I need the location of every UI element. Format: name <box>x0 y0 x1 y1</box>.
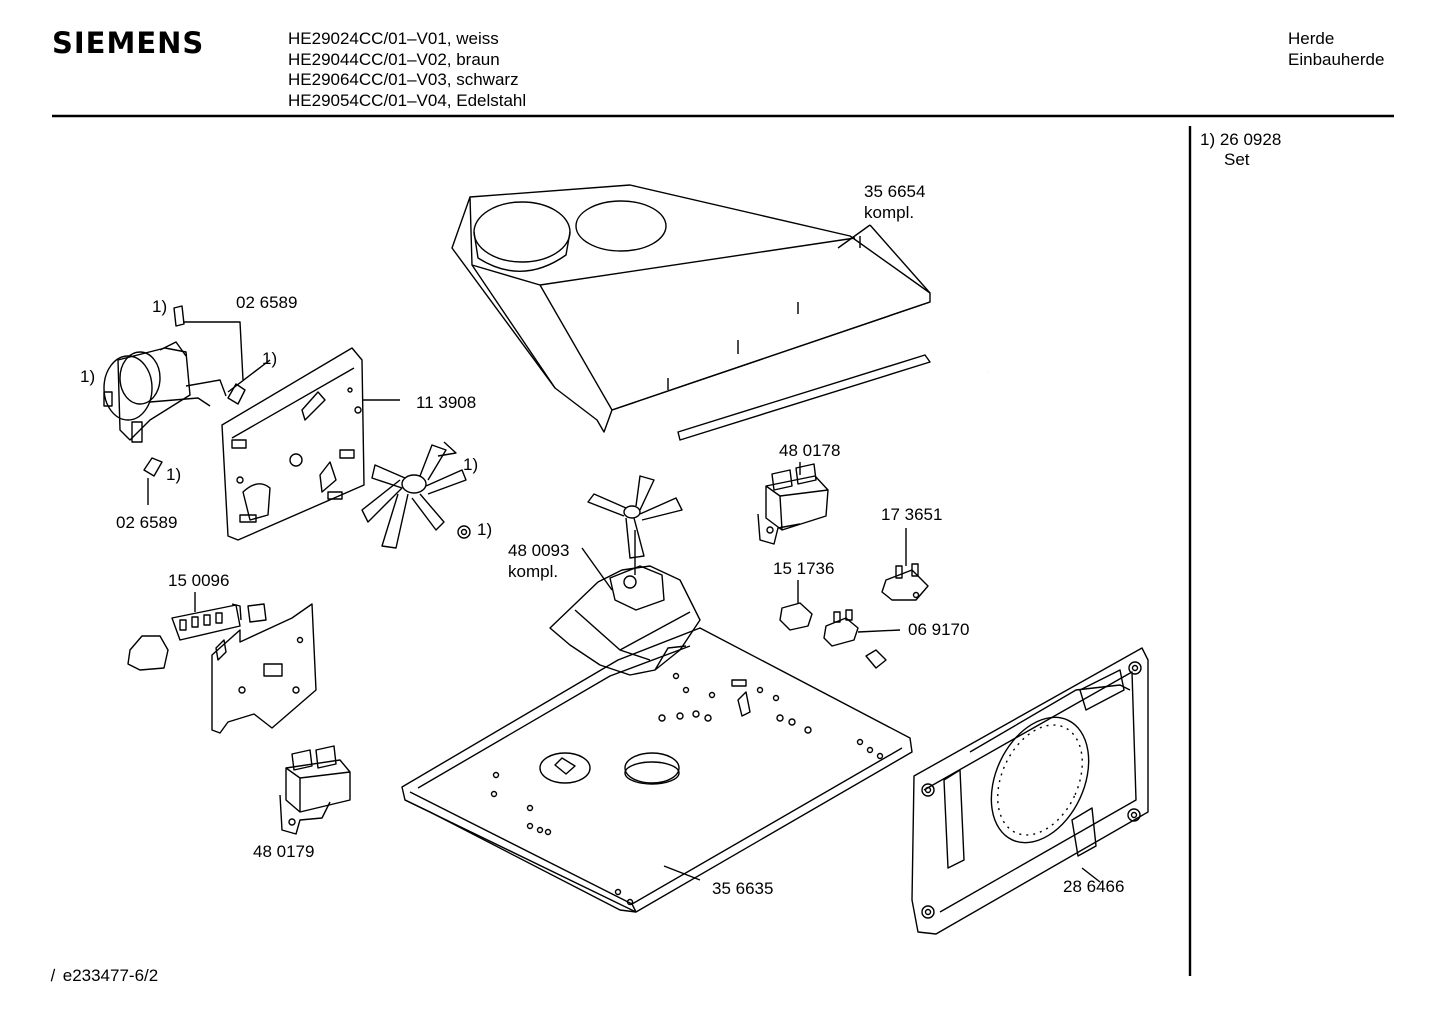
leader-hood <box>869 224 931 294</box>
hood-part <box>451 184 931 441</box>
set-marker: 1) <box>166 465 182 484</box>
base-plate-part <box>401 627 913 913</box>
connector-part <box>779 580 813 631</box>
back-plate-part <box>221 347 400 541</box>
callout-clip-top: 02 6589 <box>236 293 298 312</box>
set-marker: 1) <box>152 297 168 316</box>
part-number: 35 6654 <box>864 182 926 201</box>
set-note: 1) 26 0928 Set <box>1200 130 1281 170</box>
model-line: HE29044CC/01–V02, braun <box>288 49 500 69</box>
document-id: \e233477-6/2 <box>46 966 159 986</box>
transformer-right-part <box>757 463 829 545</box>
part-qualifier: kompl. <box>864 203 915 222</box>
callout-hood: 35 6654 kompl. <box>864 181 925 223</box>
fan-blade-part <box>361 441 471 549</box>
callout-transformer-right: 48 0178 <box>779 441 841 460</box>
callout-cover-plate: 28 6466 <box>1063 877 1125 896</box>
set-marker: 1) <box>463 455 479 474</box>
callout-fan-motor: 48 0093 kompl. <box>508 540 569 582</box>
document-id-text: e233477-6/2 <box>62 966 159 985</box>
fan-assembly-part <box>549 475 701 676</box>
callout-clip-bottom: 02 6589 <box>116 513 178 532</box>
model-line: HE29024CC/01–V01, weiss <box>288 29 499 48</box>
callout-connector: 15 1736 <box>773 559 835 578</box>
cover-plate-part <box>911 647 1149 935</box>
callout-thermal-switch: 06 9170 <box>908 620 970 639</box>
thermostat-part <box>881 528 929 601</box>
set-note-label: Set <box>1224 150 1250 169</box>
set-note-number: 1) 26 0928 <box>1200 130 1282 149</box>
callout-transformer-left: 48 0179 <box>253 842 315 861</box>
part-qualifier: kompl. <box>508 562 559 581</box>
svg-text:.: . <box>988 368 989 373</box>
callout-base-plate: 35 6635 <box>712 879 774 898</box>
brand-logo: SIEMENS <box>52 26 205 60</box>
thermal-switch-part <box>823 609 901 669</box>
category-line: Herde <box>1288 29 1335 48</box>
category: Herde Einbauherde <box>1288 29 1384 70</box>
part-number: 48 0093 <box>508 541 570 560</box>
model-list: HE29024CC/01–V01, weiss HE29044CC/01–V02… <box>288 29 526 111</box>
set-marker: 1) <box>477 520 493 539</box>
set-marker: 1) <box>80 367 96 386</box>
callout-thermostat: 17 3651 <box>881 505 943 524</box>
model-line: HE29054CC/01–V04, Edelstahl <box>288 90 527 110</box>
set-marker: 1) <box>262 349 278 368</box>
transformer-left-part <box>279 745 351 835</box>
leader-hood-2 <box>837 224 871 249</box>
switch-part <box>127 592 317 734</box>
model-line: HE29064CC/01–V03, schwarz <box>288 70 519 89</box>
callout-switch: 15 0096 <box>168 571 230 590</box>
category-line: Einbauherde <box>1288 49 1385 69</box>
callout-back-plate: 11 3908 <box>416 393 477 412</box>
fan-motor-part <box>103 305 271 505</box>
